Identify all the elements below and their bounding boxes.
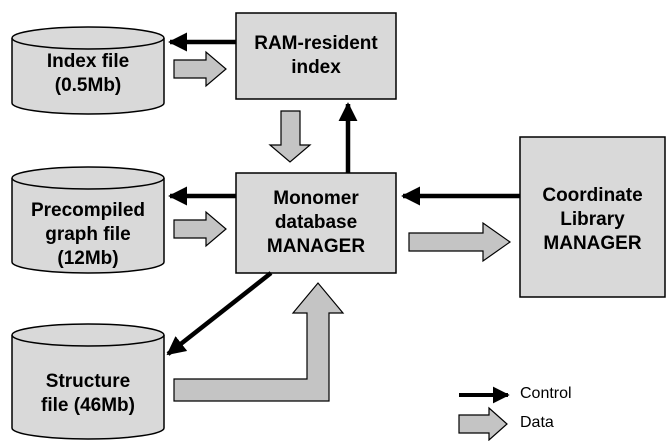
coordinate-library-manager-label-line-3: MANAGER — [543, 233, 642, 254]
precompiled-graph-file-label-line-2: graph file — [45, 224, 131, 245]
data-arrow-structure-to-monomer — [173, 282, 345, 402]
structure-file-label: Structure file (46Mb) — [12, 370, 164, 418]
data-arrow-precompiled-to-monomer — [173, 210, 227, 248]
precompiled-graph-file-label-line-1: Precompiled — [30, 200, 146, 221]
data-arrow-monomer-to-coordinate — [408, 221, 512, 263]
coordinate-library-manager-label-line-1: Coordinate — [542, 185, 643, 206]
data-arrow-ram-to-monomer — [268, 110, 312, 163]
index-file-label-line-2: (0.5Mb) — [54, 75, 122, 96]
ram-resident-index-box — [235, 12, 397, 100]
structure-file-label-line-2: file (46Mb) — [41, 395, 135, 416]
precompiled-graph-file-label-line-3: (12Mb) — [57, 248, 119, 269]
ram-resident-index-label-line-2: index — [291, 57, 341, 78]
ram-resident-index-label: RAM-resident index — [236, 32, 396, 80]
control-arrow-monomer-to-structure — [166, 271, 273, 356]
monomer-database-manager-box — [235, 172, 397, 274]
legend-data-label: Data — [520, 414, 554, 431]
legend-data-arrow-icon — [458, 406, 508, 441]
precompiled-graph-file-label: Precompiled graph file (12Mb) — [12, 199, 164, 271]
coordinate-library-manager-label-line-2: Library — [560, 209, 625, 230]
monomer-database-manager-label-line-1: Monomer — [273, 188, 359, 209]
structure-file-label-line-1: Structure — [45, 371, 131, 392]
data-arrow-index-file-to-ram — [173, 50, 227, 88]
legend-control-label: Control — [520, 385, 572, 402]
index-file-label-line-1: Index file — [46, 51, 130, 72]
index-file-cylinder — [11, 26, 165, 115]
ram-resident-index-label-line-1: RAM-resident — [254, 33, 378, 54]
coordinate-library-manager-box — [519, 136, 666, 298]
monomer-database-manager-label: Monomer database MANAGER — [236, 187, 396, 259]
coordinate-library-manager-label: Coordinate Library MANAGER — [520, 184, 665, 256]
monomer-database-manager-label-line-2: database — [274, 212, 358, 233]
index-file-label: Index file (0.5Mb) — [12, 50, 164, 98]
monomer-database-manager-label-line-3: MANAGER — [266, 236, 366, 257]
structure-file-cylinder — [11, 323, 165, 440]
precompiled-graph-file-cylinder — [11, 166, 165, 274]
